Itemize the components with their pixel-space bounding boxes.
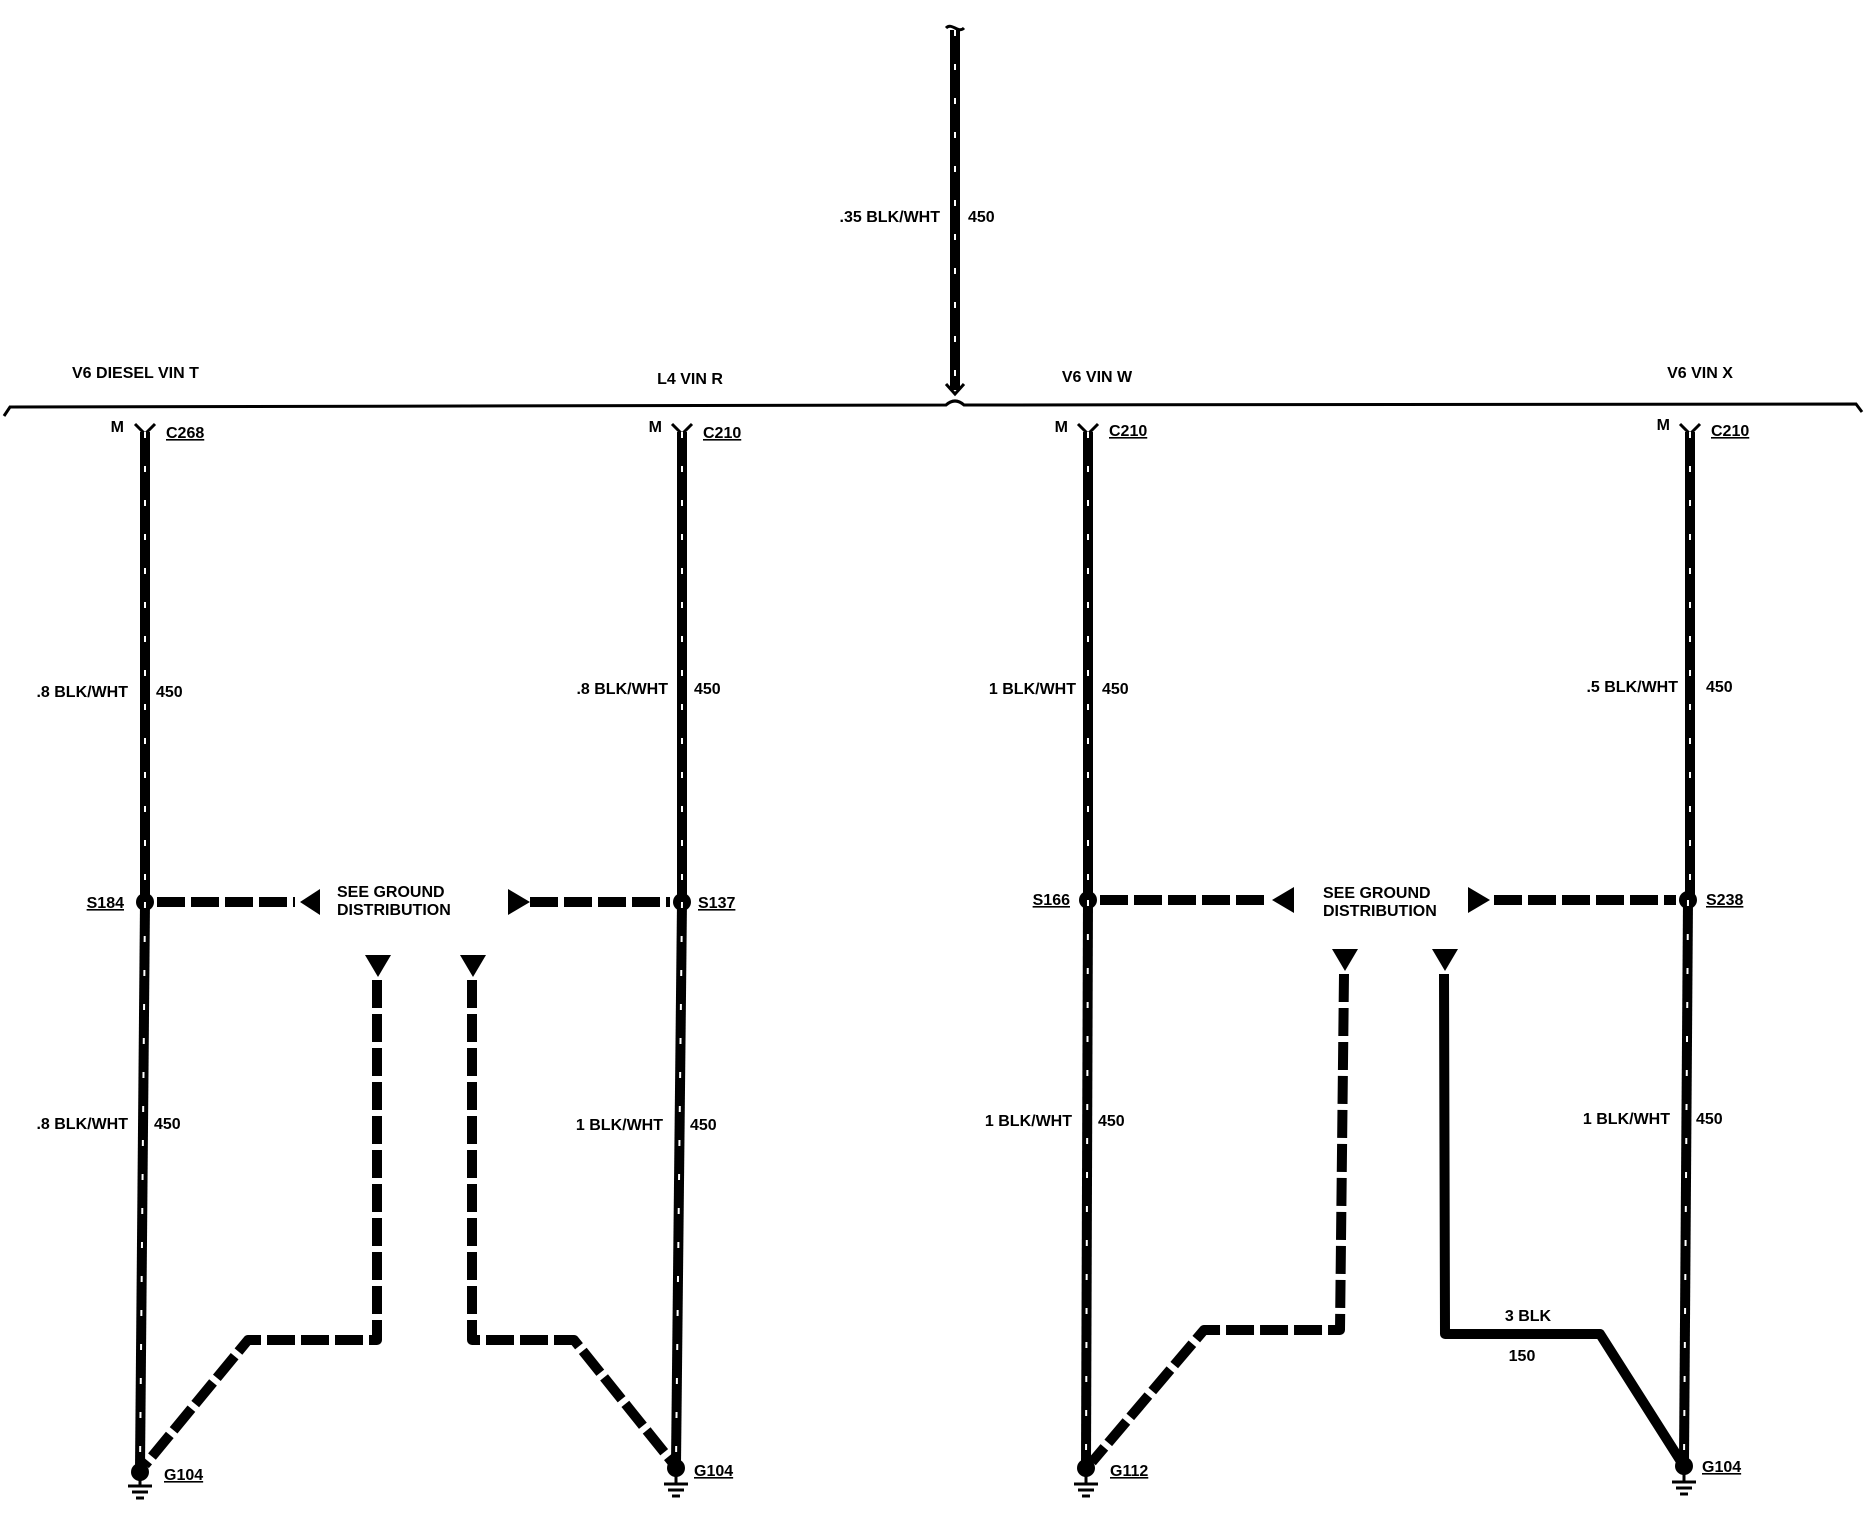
lower-wire	[671, 901, 687, 1465]
splice-label: S137	[698, 895, 735, 912]
top-feed-circuit-label: 450	[968, 209, 995, 226]
lower-wire	[1081, 899, 1093, 1465]
arrow-down-icon	[1432, 949, 1458, 971]
pin-label: M	[111, 419, 124, 436]
ground-dot	[1675, 1457, 1693, 1475]
section-title-v6-diesel: V6 DIESEL VIN T	[72, 365, 199, 382]
lower-wire-label: 1 BLK/WHT	[576, 1117, 663, 1134]
connector-label: C210	[703, 425, 741, 442]
upper-wire-label: .8 BLK/WHT	[576, 681, 668, 698]
ground-strap-circuit-label: 150	[1509, 1348, 1536, 1365]
ground-label: G104	[164, 1467, 203, 1484]
ground-distribution-note: SEE GROUND	[337, 884, 445, 901]
ground-label: G104	[694, 1463, 733, 1480]
ground-distribution-note: DISTRIBUTION	[337, 902, 451, 919]
upper-wire-label: .5 BLK/WHT	[1586, 679, 1678, 696]
ground-dot	[1077, 1459, 1095, 1477]
arrow-down-icon	[460, 955, 486, 977]
upper-circuit-label: 450	[156, 684, 183, 701]
lower-wire-label: 1 BLK/WHT	[1583, 1111, 1670, 1128]
ground-dot	[131, 1463, 149, 1481]
arrow-left-icon	[300, 889, 320, 915]
section-v6-w: M C210 1 BLK/WHT 450 S166 1 BLK/WHT 450 …	[985, 419, 1294, 1498]
upper-wire-label: .8 BLK/WHT	[36, 684, 128, 701]
wire-break-symbol	[944, 24, 966, 32]
ground-label: G104	[1702, 1459, 1741, 1476]
upper-circuit-label: 450	[694, 681, 721, 698]
ground-loop-wire-left	[1088, 973, 1349, 1466]
lower-circuit-label: 450	[154, 1116, 181, 1133]
ground-icon	[1074, 1476, 1098, 1498]
lower-wire-label: 1 BLK/WHT	[985, 1113, 1072, 1130]
ground-label: G112	[1110, 1463, 1148, 1480]
connector-label: C268	[166, 425, 204, 442]
ground-icon	[664, 1476, 688, 1498]
arrow-down-icon	[1332, 949, 1358, 971]
lower-wire	[135, 901, 150, 1469]
arrow-down-icon	[365, 955, 391, 977]
section-l4: M C210 .8 BLK/WHT 450 S137 1 BLK/WHT 450…	[508, 419, 741, 1498]
upper-circuit-label: 450	[1706, 679, 1733, 696]
splice-label: S184	[87, 895, 124, 912]
top-feed-wire-label: .35 BLK/WHT	[840, 209, 941, 226]
pin-label: M	[1055, 419, 1068, 436]
ground-distribution-note: SEE GROUND	[1323, 885, 1431, 902]
ground-icon	[128, 1480, 152, 1500]
ground-loop-wire-left	[141, 980, 382, 1469]
section-title-v6-x: V6 VIN X	[1667, 365, 1733, 382]
connector-label: C210	[1711, 423, 1749, 440]
splice-label: S166	[1033, 892, 1070, 909]
splice-label: S238	[1706, 892, 1743, 909]
pin-label: M	[1657, 417, 1670, 434]
top-feed: .35 BLK/WHT 450	[840, 24, 995, 397]
lower-circuit-label: 450	[1098, 1113, 1125, 1130]
ground-strap-wire-label: 3 BLK	[1505, 1308, 1552, 1325]
ground-icon	[1672, 1474, 1696, 1496]
ground-distribution-note: DISTRIBUTION	[1323, 903, 1437, 920]
arrow-right-icon	[1468, 887, 1490, 913]
connector-arrow-icon	[944, 382, 966, 397]
connector-label: C210	[1109, 423, 1147, 440]
ground-strap-wire	[1439, 973, 1685, 1463]
lower-circuit-label: 450	[1696, 1111, 1723, 1128]
section-v6-diesel: M C268 .8 BLK/WHT 450 S184 .8 BLK/WHT 45…	[36, 419, 320, 1500]
ground-dot	[667, 1459, 685, 1477]
lower-circuit-label: 450	[690, 1117, 717, 1134]
upper-circuit-label: 450	[1102, 681, 1129, 698]
section-title-v6-w: V6 VIN W	[1062, 369, 1133, 386]
ground-loop-wire-right	[467, 980, 676, 1466]
pin-label: M	[649, 419, 662, 436]
section-v6-x: M C210 .5 BLK/WHT 450 S238 1 BLK/WHT 450…	[1468, 417, 1749, 1496]
lower-wire-label: .8 BLK/WHT	[36, 1116, 128, 1133]
arrow-right-icon	[508, 889, 530, 915]
upper-wire-label: 1 BLK/WHT	[989, 681, 1076, 698]
lower-wire	[1679, 899, 1693, 1463]
section-title-l4: L4 VIN R	[657, 371, 723, 388]
ground-bus-line	[2, 399, 1864, 417]
arrow-left-icon	[1272, 887, 1294, 913]
